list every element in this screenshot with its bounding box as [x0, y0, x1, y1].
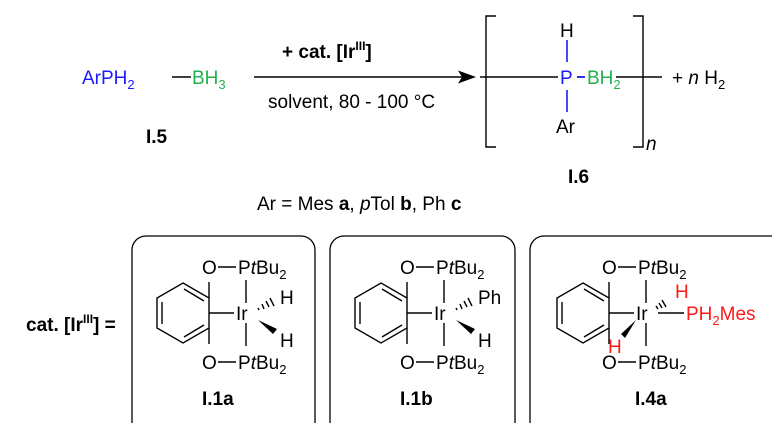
arrow-bottom-text: solvent, 80 - 100 °C: [268, 92, 435, 113]
product-label: I.6: [568, 167, 589, 188]
reactant-label: I.5: [146, 127, 168, 148]
arrow-head-icon: [458, 70, 476, 84]
upper-ptbu2: PtBu2: [436, 258, 484, 282]
catalyst-lead: cat. [IrIII] =: [26, 312, 116, 336]
catalyst-4a: O PtBu2 O PtBu2 Ir H PH2Mes H: [556, 258, 756, 377]
product-bh2: BH2: [587, 68, 621, 92]
red-hydride-lower: H: [608, 337, 622, 358]
byproduct-h2: + n H2: [672, 68, 725, 92]
benzene-ring: [354, 282, 408, 344]
lower-o: O: [602, 353, 617, 374]
benzene-ring: [156, 282, 210, 344]
lower-ligand: H: [478, 331, 492, 352]
reactant-bh3: BH3: [192, 68, 226, 92]
benzene-ring: [556, 282, 610, 344]
lower-ptbu2: PtBu2: [436, 353, 484, 377]
catalyst-1b: O PtBu2 O PtBu2 Ir Ph H: [354, 258, 501, 377]
catalyst-box-1a: [131, 235, 316, 423]
lower-o: O: [400, 353, 415, 374]
lower-ligand: H: [280, 331, 294, 352]
left-bracket: [485, 15, 496, 148]
hashed-wedge: [455, 297, 473, 311]
product-p: P: [560, 68, 573, 89]
repeat-n: n: [646, 134, 657, 155]
arrow-top-text: + cat. [IrIII]: [282, 39, 372, 63]
lower-o: O: [202, 353, 217, 374]
reactant-arph: ArPH2: [82, 68, 135, 92]
lower-ptbu2: PtBu2: [238, 353, 286, 377]
catalyst-label-4a: I.4a: [635, 389, 667, 410]
hashed-wedge: [257, 297, 275, 311]
upper-ligand: H: [280, 288, 294, 309]
upper-o: O: [202, 258, 217, 279]
right-bracket: [633, 15, 644, 148]
upper-ptbu2: PtBu2: [238, 258, 286, 282]
catalyst-label-1b: I.1b: [400, 389, 433, 410]
p-mask: [558, 67, 577, 87]
iridium: Ir: [434, 304, 446, 325]
iridium: Ir: [236, 304, 248, 325]
upper-ptbu2: PtBu2: [638, 258, 686, 282]
red-hydride-upper: H: [675, 282, 689, 303]
solid-wedge: [621, 320, 636, 338]
catalyst-box-4a: [529, 235, 772, 423]
catalyst-1a: O PtBu2 O PtBu2 Ir H H: [156, 258, 294, 377]
ar-definition: Ar = Mes a, pTol b, Ph c: [257, 194, 462, 215]
lower-ptbu2: PtBu2: [638, 353, 686, 377]
product-ar: Ar: [556, 117, 576, 138]
reactant: ArPH2 BH3: [82, 68, 226, 92]
upper-ligand: Ph: [478, 288, 501, 309]
catalyst-box-1b: [329, 235, 516, 423]
product-polymer: H P Ar BH2 n: [480, 15, 662, 155]
p-hydrogen: H: [560, 21, 574, 42]
upper-o: O: [400, 258, 415, 279]
catalyst-label-1a: I.1a: [202, 389, 234, 410]
iridium: Ir: [636, 304, 648, 325]
upper-o: O: [602, 258, 617, 279]
phosphine-ligand: PH2Mes: [686, 304, 756, 328]
solid-wedge: [456, 320, 475, 334]
hashed-wedge: [655, 299, 667, 310]
solid-wedge: [258, 320, 277, 334]
